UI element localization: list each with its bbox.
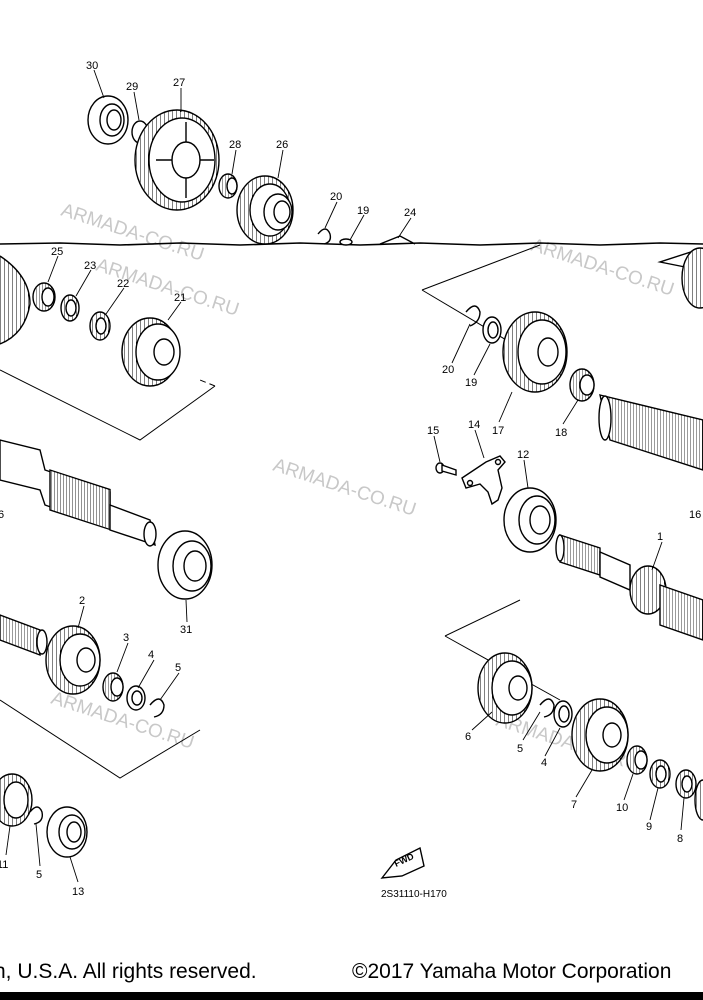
main-shaft-right xyxy=(599,394,703,471)
circlip-20-right xyxy=(465,305,481,327)
fwd-arrow-icon: FWD xyxy=(380,846,425,879)
gear-21 xyxy=(121,317,181,387)
callouts: 30 29 27 28 26 20 19 24 25 23 22 21 20 1… xyxy=(0,60,701,898)
circlip-5-right xyxy=(539,698,555,718)
footer: n, U.S.A. All rights reserved. ©2017 Yam… xyxy=(0,956,703,1000)
callout-21: 21 xyxy=(174,292,186,304)
bearing-10 xyxy=(626,745,648,775)
gear-7 xyxy=(571,698,629,772)
watermark-4: ARMADA-CO.RU xyxy=(270,455,418,521)
callout-29: 29 xyxy=(126,81,138,93)
callout-20-top: 20 xyxy=(330,191,342,203)
right-lower-group xyxy=(444,599,703,821)
callout-17: 17 xyxy=(492,425,504,437)
callout-28: 28 xyxy=(229,139,241,151)
gear-26 xyxy=(236,175,294,245)
top-gear-group xyxy=(87,95,416,246)
callout-6: 6 xyxy=(465,731,471,743)
bearing-25 xyxy=(32,282,56,312)
assembly-outline-left-lower xyxy=(0,699,201,779)
callout-18: 18 xyxy=(555,427,567,439)
watermark-2: ARMADA-CO.RU xyxy=(93,255,241,321)
callout-6-shaft: 6 xyxy=(0,509,4,521)
bearing-3 xyxy=(102,672,124,702)
callout-2: 2 xyxy=(79,595,85,607)
callout-26: 26 xyxy=(276,139,288,151)
bearing-28 xyxy=(218,173,238,199)
bolt-15 xyxy=(435,462,457,476)
washer-19-top xyxy=(339,238,353,246)
gear-2 xyxy=(45,625,101,695)
left-lower-group xyxy=(0,614,201,779)
gear-6 xyxy=(477,652,533,724)
callout-22: 22 xyxy=(117,278,129,290)
callout-5-right: 5 xyxy=(517,743,523,755)
callout-24: 24 xyxy=(404,207,416,219)
callout-19-right: 19 xyxy=(465,377,477,389)
bottom-left-group xyxy=(0,773,88,858)
bearing-30 xyxy=(87,95,129,145)
footer-bar xyxy=(0,992,703,1000)
footer-rights: n, U.S.A. All rights reserved. xyxy=(0,960,257,983)
gear-27 xyxy=(134,109,220,211)
drive-shaft-1 xyxy=(555,534,703,641)
circlip-5-bottom xyxy=(29,806,44,825)
circlip-5-left xyxy=(149,698,165,718)
callout-15: 15 xyxy=(427,425,439,437)
bearing-31 xyxy=(157,530,213,600)
callout-7: 7 xyxy=(571,799,577,811)
right-middle-group xyxy=(435,455,557,553)
right-upper-group xyxy=(421,244,703,471)
callout-10: 10 xyxy=(616,802,628,814)
callout-5-bottom: 5 xyxy=(36,869,42,881)
callout-1: 1 xyxy=(657,531,663,543)
circlip-20-top xyxy=(317,228,332,245)
footer-copyright: ©2017 Yamaha Motor Corporation xyxy=(352,960,672,983)
bearing-13 xyxy=(46,806,88,858)
callout-25: 25 xyxy=(51,246,63,258)
plate-14 xyxy=(461,455,506,506)
callout-23: 23 xyxy=(84,260,96,272)
assembly-outline-left-upper xyxy=(0,369,216,441)
callout-20-right: 20 xyxy=(442,364,454,376)
callout-3: 3 xyxy=(123,632,129,644)
break-line xyxy=(0,242,703,246)
shaft-24 xyxy=(379,235,416,245)
bearing-18 xyxy=(569,368,595,402)
callout-12: 12 xyxy=(517,449,529,461)
callout-14: 14 xyxy=(468,419,480,431)
callout-31: 31 xyxy=(180,624,192,636)
callout-5-left: 5 xyxy=(175,662,181,674)
gear-17 xyxy=(502,311,568,393)
left-upper-group xyxy=(0,255,216,441)
main-shaft-left xyxy=(0,439,157,547)
callout-4-left: 4 xyxy=(148,649,154,661)
callout-11: 11 xyxy=(0,859,8,871)
callout-8: 8 xyxy=(677,833,683,845)
bearing-12 xyxy=(503,487,557,553)
callout-4-right: 4 xyxy=(541,757,547,769)
callout-13: 13 xyxy=(72,886,84,898)
callout-16: 16 xyxy=(689,509,701,521)
callout-27: 27 xyxy=(173,77,185,89)
callout-9: 9 xyxy=(646,821,652,833)
callout-19-top: 19 xyxy=(357,205,369,217)
diagram-code: 2S31110-H170 xyxy=(381,889,447,900)
watermark-5: ARMADA-CO.RU xyxy=(48,688,196,754)
callout-30: 30 xyxy=(86,60,98,72)
